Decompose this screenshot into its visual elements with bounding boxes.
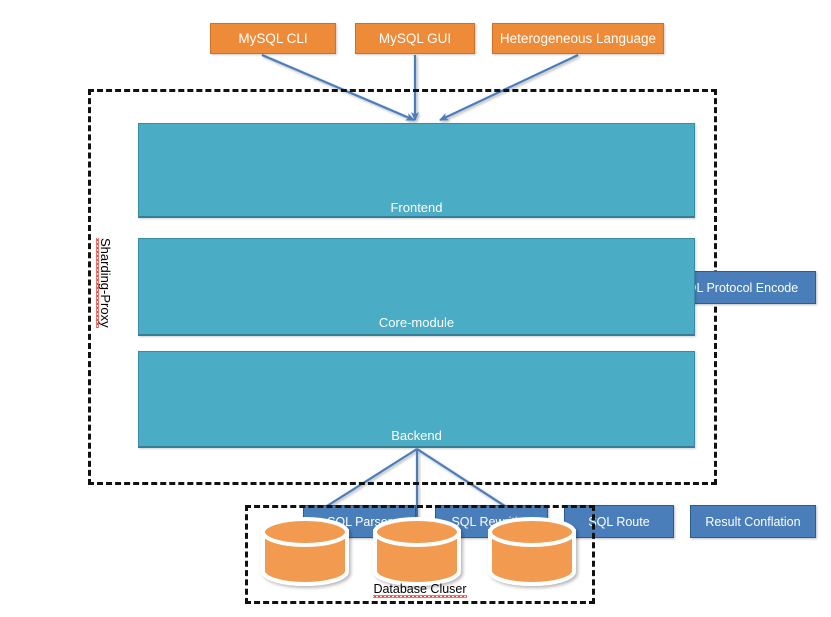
component-label: SQL Route <box>588 514 650 529</box>
client-box-mysql-gui[interactable]: MySQL GUI <box>355 23 475 54</box>
client-box-mysql-cli[interactable]: MySQL CLI <box>210 23 336 54</box>
layer-core-module: SQL Parser SQL Rewriting SQL Route Resul… <box>138 238 816 538</box>
layer-frontend: Netty MySQL Protocol Decode MySQL Protoc… <box>138 123 816 304</box>
layer-caption-frontend: Frontend <box>390 200 443 215</box>
client-label: Heterogeneous Language <box>499 31 657 46</box>
database-cluster-boundary <box>245 505 595 604</box>
component-label: MySQL Protocol Encode <box>661 280 799 295</box>
client-label: MySQL CLI <box>238 31 308 46</box>
component-result-conflation[interactable]: Result Conflation <box>690 505 816 538</box>
client-box-heterogeneous-language[interactable]: Heterogeneous Language <box>492 23 664 54</box>
layer-backend: HikariCP Backend <box>138 351 695 448</box>
client-label: MySQL GUI <box>378 31 452 46</box>
layer-caption-backend: Backend <box>391 428 442 443</box>
database-cluster-caption: Database Cluser <box>245 582 595 596</box>
sharding-proxy-label-text: Sharding-Proxy <box>96 238 113 328</box>
sharding-proxy-label: Sharding-Proxy <box>96 238 113 328</box>
component-label: Result Conflation <box>705 514 801 529</box>
database-cluster-caption-text: Database Cluser <box>373 582 467 596</box>
component-sql-route[interactable]: SQL Route <box>564 505 674 538</box>
layer-caption-core-module: Core-module <box>378 315 455 330</box>
